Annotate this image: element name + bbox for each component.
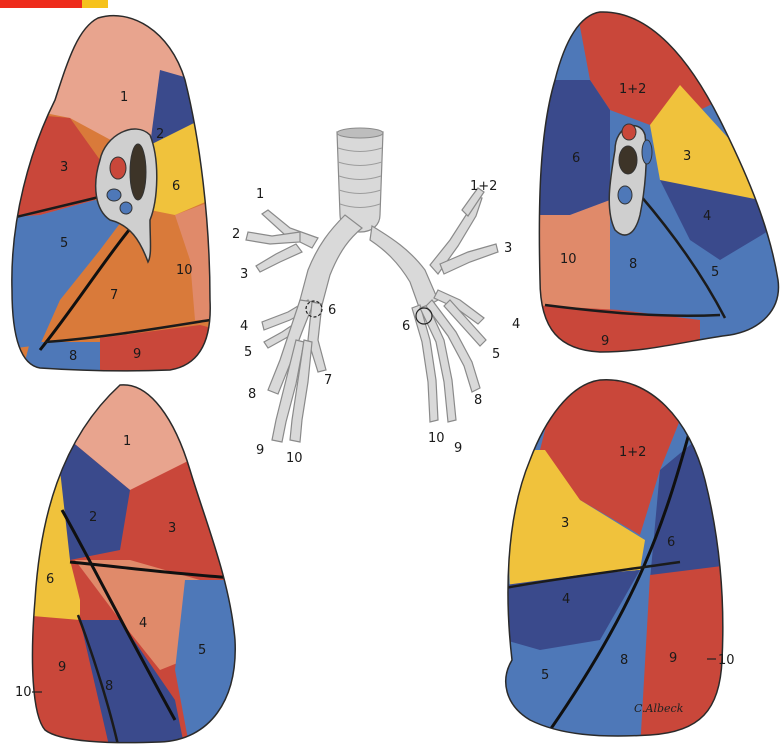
segment-label-10: 10 (560, 252, 577, 267)
segment-label-9: 9 (669, 651, 677, 666)
segment-label-7: 7 (110, 288, 118, 303)
lung-top-left: 1 2 3 5 6 7 8 9 10 (0, 0, 230, 380)
segment-label-3: 3 (60, 160, 68, 175)
segment-label-5: 5 (60, 236, 68, 251)
bronchus-label-r7: 7 (324, 373, 332, 388)
segment-label-6: 6 (572, 151, 580, 166)
hilum-vein (642, 140, 652, 164)
bronchus-label-r2: 2 (232, 227, 240, 242)
segment-label-5: 5 (541, 668, 549, 683)
lung-top-right: 1+2 3 4 5 6 8 9 10 (530, 0, 783, 360)
segment-label-5: 5 (711, 265, 719, 280)
segment-label-4: 4 (562, 592, 570, 607)
hilum-vein (107, 189, 121, 201)
hilum-vein (120, 202, 132, 214)
bronchus-label-r4: 4 (240, 319, 248, 334)
segment-label-3: 3 (168, 521, 176, 536)
right-main-bronchus (300, 215, 362, 305)
segment-label-8: 8 (620, 653, 628, 668)
corner-tab-red (0, 0, 82, 8)
segment-label-2: 2 (89, 510, 97, 525)
artist-signature: C.Albeck (634, 702, 684, 715)
bronchus-label-l6: 6 (402, 319, 410, 334)
segment-label-6: 6 (46, 572, 54, 587)
bronchus-r3 (256, 244, 302, 272)
segment-fill-9 (640, 565, 730, 746)
trachea-opening (337, 128, 383, 138)
segment-label-3: 3 (683, 149, 691, 164)
bronchial-tree: 1 2 3 4 5 6 7 8 9 10 1+2 3 4 5 6 8 9 10 (232, 128, 520, 466)
hilum-bronchus (130, 144, 146, 200)
segment-label-8: 8 (69, 349, 77, 364)
segment-label-3: 3 (561, 516, 569, 531)
segment-label-6: 6 (667, 535, 675, 550)
segment-label-10: 10 (176, 263, 193, 278)
segment-label-4: 4 (703, 209, 711, 224)
segment-label-6: 6 (172, 179, 180, 194)
bronchus-label-l8: 8 (474, 393, 482, 408)
segment-label-1: 1 (120, 90, 128, 105)
bronchus-label-r10: 10 (286, 451, 303, 466)
lung-bottom-left: 1 2 3 4 5 6 8 9 10 (15, 370, 250, 746)
hilum-artery (622, 124, 636, 140)
hilum-vein (618, 186, 632, 204)
bronchus-label-r9: 9 (256, 443, 264, 458)
bronchus-r7 (308, 302, 326, 372)
bronchus-label-l5: 5 (492, 347, 500, 362)
bronchus-label-r5: 5 (244, 345, 252, 360)
bronchus-label-l4: 4 (512, 317, 520, 332)
segment-label-5: 5 (198, 643, 206, 658)
segment-label-8: 8 (105, 679, 113, 694)
segment-label-4: 4 (139, 616, 147, 631)
corner-tab-yellow (82, 0, 108, 8)
bronchus-label-l3: 3 (504, 241, 512, 256)
bronchus-r2 (246, 232, 300, 244)
lung-bottom-right: 1+2 3 4 5 6 8 9 10 C.Albeck (500, 370, 740, 746)
bronchus-label-l1-2: 1+2 (470, 179, 497, 194)
segment-label-1-2: 1+2 (619, 82, 646, 97)
segment-label-10: 10 (718, 653, 735, 668)
left-main-bronchus (370, 226, 438, 310)
segment-label-2: 2 (156, 127, 164, 142)
hilum-artery (110, 157, 126, 179)
segment-label-1-2: 1+2 (619, 445, 646, 460)
bronchus-label-l9: 9 (454, 441, 462, 456)
segment-label-8: 8 (629, 257, 637, 272)
segment-label-1: 1 (123, 434, 131, 449)
bronchus-label-r6: 6 (328, 303, 336, 318)
bronchus-label-l10: 10 (428, 431, 445, 446)
bronchus-label-r1: 1 (256, 187, 264, 202)
segment-fill-6 (530, 80, 610, 215)
hilum-bronchus (619, 146, 637, 174)
segment-label-9: 9 (133, 347, 141, 362)
bronchus-label-r3: 3 (240, 267, 248, 282)
segment-fill-8 (20, 342, 100, 380)
segment-label-9: 9 (601, 334, 609, 349)
bronchus-label-r8: 8 (248, 387, 256, 402)
segment-label-9: 9 (58, 660, 66, 675)
segment-label-10: 10 (15, 685, 32, 700)
